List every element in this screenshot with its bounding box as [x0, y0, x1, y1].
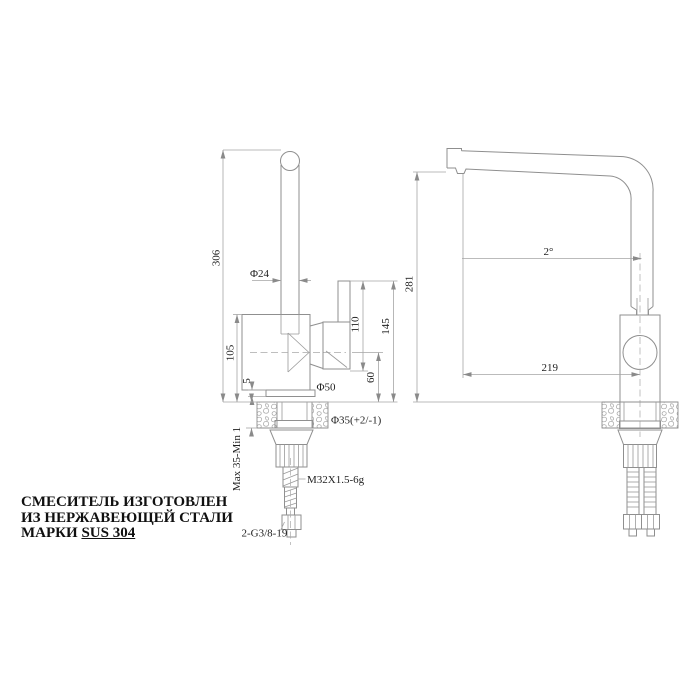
dim-body-height: 105 [225, 344, 237, 361]
side-body [619, 253, 661, 437]
material-note-line3-prefix: МАРКИ [21, 525, 82, 541]
front-flex-hose [281, 458, 302, 545]
dim-mount-thread: M32X1.5-6g [307, 474, 365, 486]
dim-spout-tilt-angle: 2° [544, 246, 554, 258]
material-note-line2: ИЗ НЕРЖАВЕЮЩЕЙ СТАЛИ [21, 509, 233, 526]
dim-base-diameter: Φ50 [317, 382, 337, 394]
steel-grade-label: SUS 304 [81, 525, 136, 541]
front-mounting-nut [269, 429, 314, 468]
dim-spout-outlet-height: 281 [404, 276, 416, 293]
side-spout [446, 148, 654, 315]
dim-handle-length: 110 [350, 316, 362, 333]
dim-mount-hole-diameter: Φ35(+2/-1) [331, 415, 382, 427]
dim-handle-top-height: 145 [380, 318, 392, 335]
dim-spout-diameter: Φ24 [250, 268, 270, 280]
dim-clamp-range: Max 35-Min 1 [231, 427, 243, 491]
dim-total-height: 306 [211, 249, 223, 266]
front-countertop [256, 401, 329, 429]
front-spout [280, 151, 300, 315]
dim-spout-reach: 219 [542, 362, 559, 374]
front-view: 306 Φ24 105 5 M [211, 149, 398, 545]
dim-handle-bottom-height: 60 [365, 372, 377, 384]
front-dimensions: 306 Φ24 105 5 M [211, 149, 398, 540]
dim-hose-connection: 2-G3/8-19 [242, 528, 288, 540]
side-countertop [601, 401, 679, 429]
side-view: 281 2° 219 [404, 148, 679, 537]
dim-base-plate-height: 5 [241, 378, 253, 384]
side-flex-hoses [623, 467, 660, 537]
front-handle [309, 280, 351, 370]
side-mounting-nut [617, 429, 663, 468]
front-base-flange [265, 389, 316, 397]
side-dimensions: 281 2° 219 [404, 171, 642, 403]
material-note: СМЕСИТЕЛЬ ИЗГОТОВЛЕН ИЗ НЕРЖАВЕЮЩЕЙ СТАЛ… [21, 494, 241, 542]
front-body [241, 314, 346, 391]
material-note-line3: МАРКИ SUS 304 [21, 525, 241, 542]
material-note-line1: СМЕСИТЕЛЬ ИЗГОТОВЛЕН [21, 494, 228, 510]
